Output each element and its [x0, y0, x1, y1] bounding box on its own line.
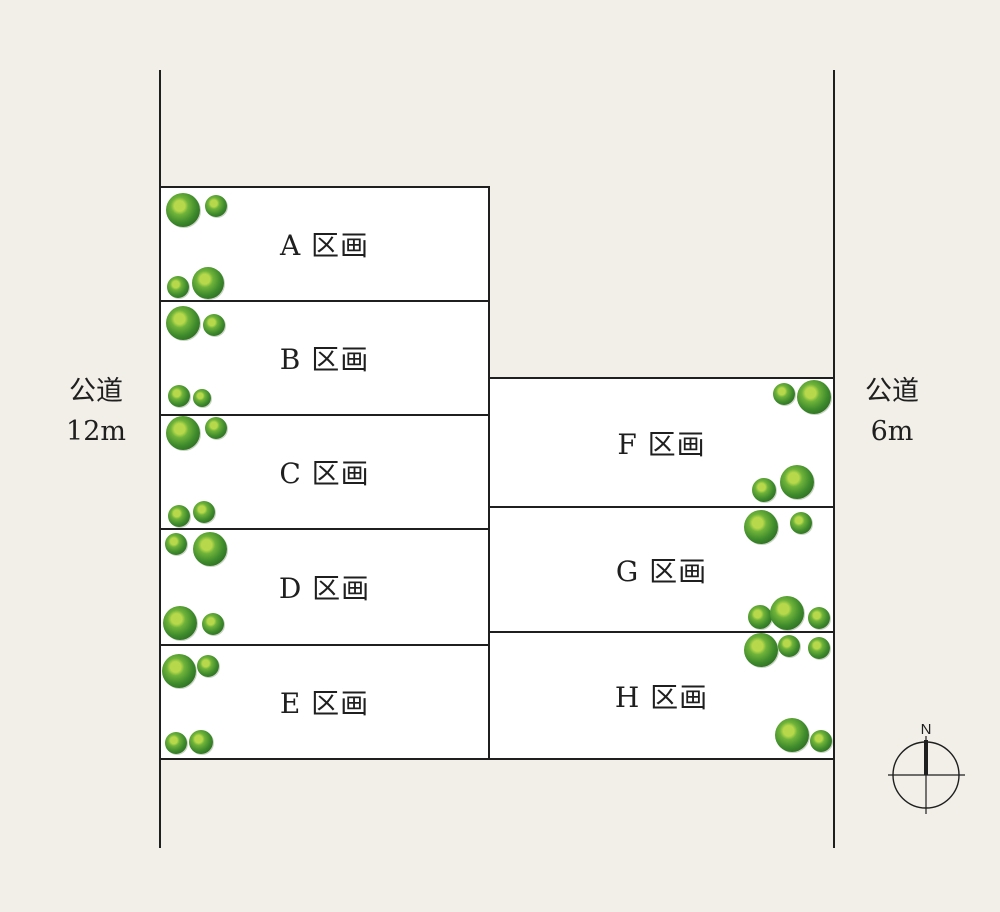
tree-icon: [810, 730, 832, 752]
tree-icon: [770, 596, 804, 630]
tree-icon: [193, 501, 215, 523]
tree-icon: [189, 730, 213, 754]
tree-icon: [778, 635, 800, 657]
tree-icon: [205, 417, 227, 439]
tree-icon: [808, 607, 830, 629]
tree-icon: [168, 385, 190, 407]
lot-h-label: H 区画: [614, 680, 709, 714]
tree-icon: [744, 633, 778, 667]
tree-icon: [780, 465, 814, 499]
tree-icon: [203, 314, 225, 336]
lot-d-label: D 区画: [278, 572, 371, 605]
lot-f-label: F 区画: [617, 427, 706, 461]
lot-a-label: A 区画: [279, 229, 370, 262]
east-road-width: 6m: [870, 416, 914, 447]
tree-icon: [797, 380, 831, 414]
lot-g-label: G 区画: [615, 554, 708, 588]
tree-icon: [162, 654, 196, 688]
tree-icon: [166, 416, 200, 450]
tree-icon: [197, 655, 219, 677]
tree-icon: [752, 478, 776, 502]
lot-b[interactable]: B 区画: [159, 300, 490, 416]
compass-svg: N: [888, 721, 965, 814]
tree-icon: [808, 637, 830, 659]
compass-icon: N: [886, 718, 968, 818]
tree-icon: [192, 267, 224, 299]
west-road-name: 公道: [69, 376, 123, 407]
tree-icon: [168, 505, 190, 527]
tree-icon: [205, 195, 227, 217]
tree-icon: [193, 532, 227, 566]
lot-c-label: C 区画: [279, 457, 370, 490]
tree-icon: [165, 533, 187, 555]
tree-icon: [748, 605, 772, 629]
tree-icon: [775, 718, 809, 752]
lot-b-label: B 区画: [279, 343, 370, 376]
tree-icon: [790, 512, 812, 534]
west-road-width: 12m: [66, 416, 126, 447]
tree-icon: [166, 306, 200, 340]
tree-icon: [166, 193, 200, 227]
tree-icon: [163, 606, 197, 640]
east-road-name: 公道: [865, 376, 919, 407]
west-road-label: 公道 12m: [36, 372, 156, 452]
tree-icon: [773, 383, 795, 405]
compass-north-label: N: [921, 721, 932, 738]
tree-icon: [202, 613, 224, 635]
east-road-label: 公道 6m: [832, 372, 952, 452]
tree-icon: [193, 389, 211, 407]
tree-icon: [744, 510, 778, 544]
tree-icon: [167, 276, 189, 298]
lot-e-label: E 区画: [279, 687, 370, 720]
tree-icon: [165, 732, 187, 754]
